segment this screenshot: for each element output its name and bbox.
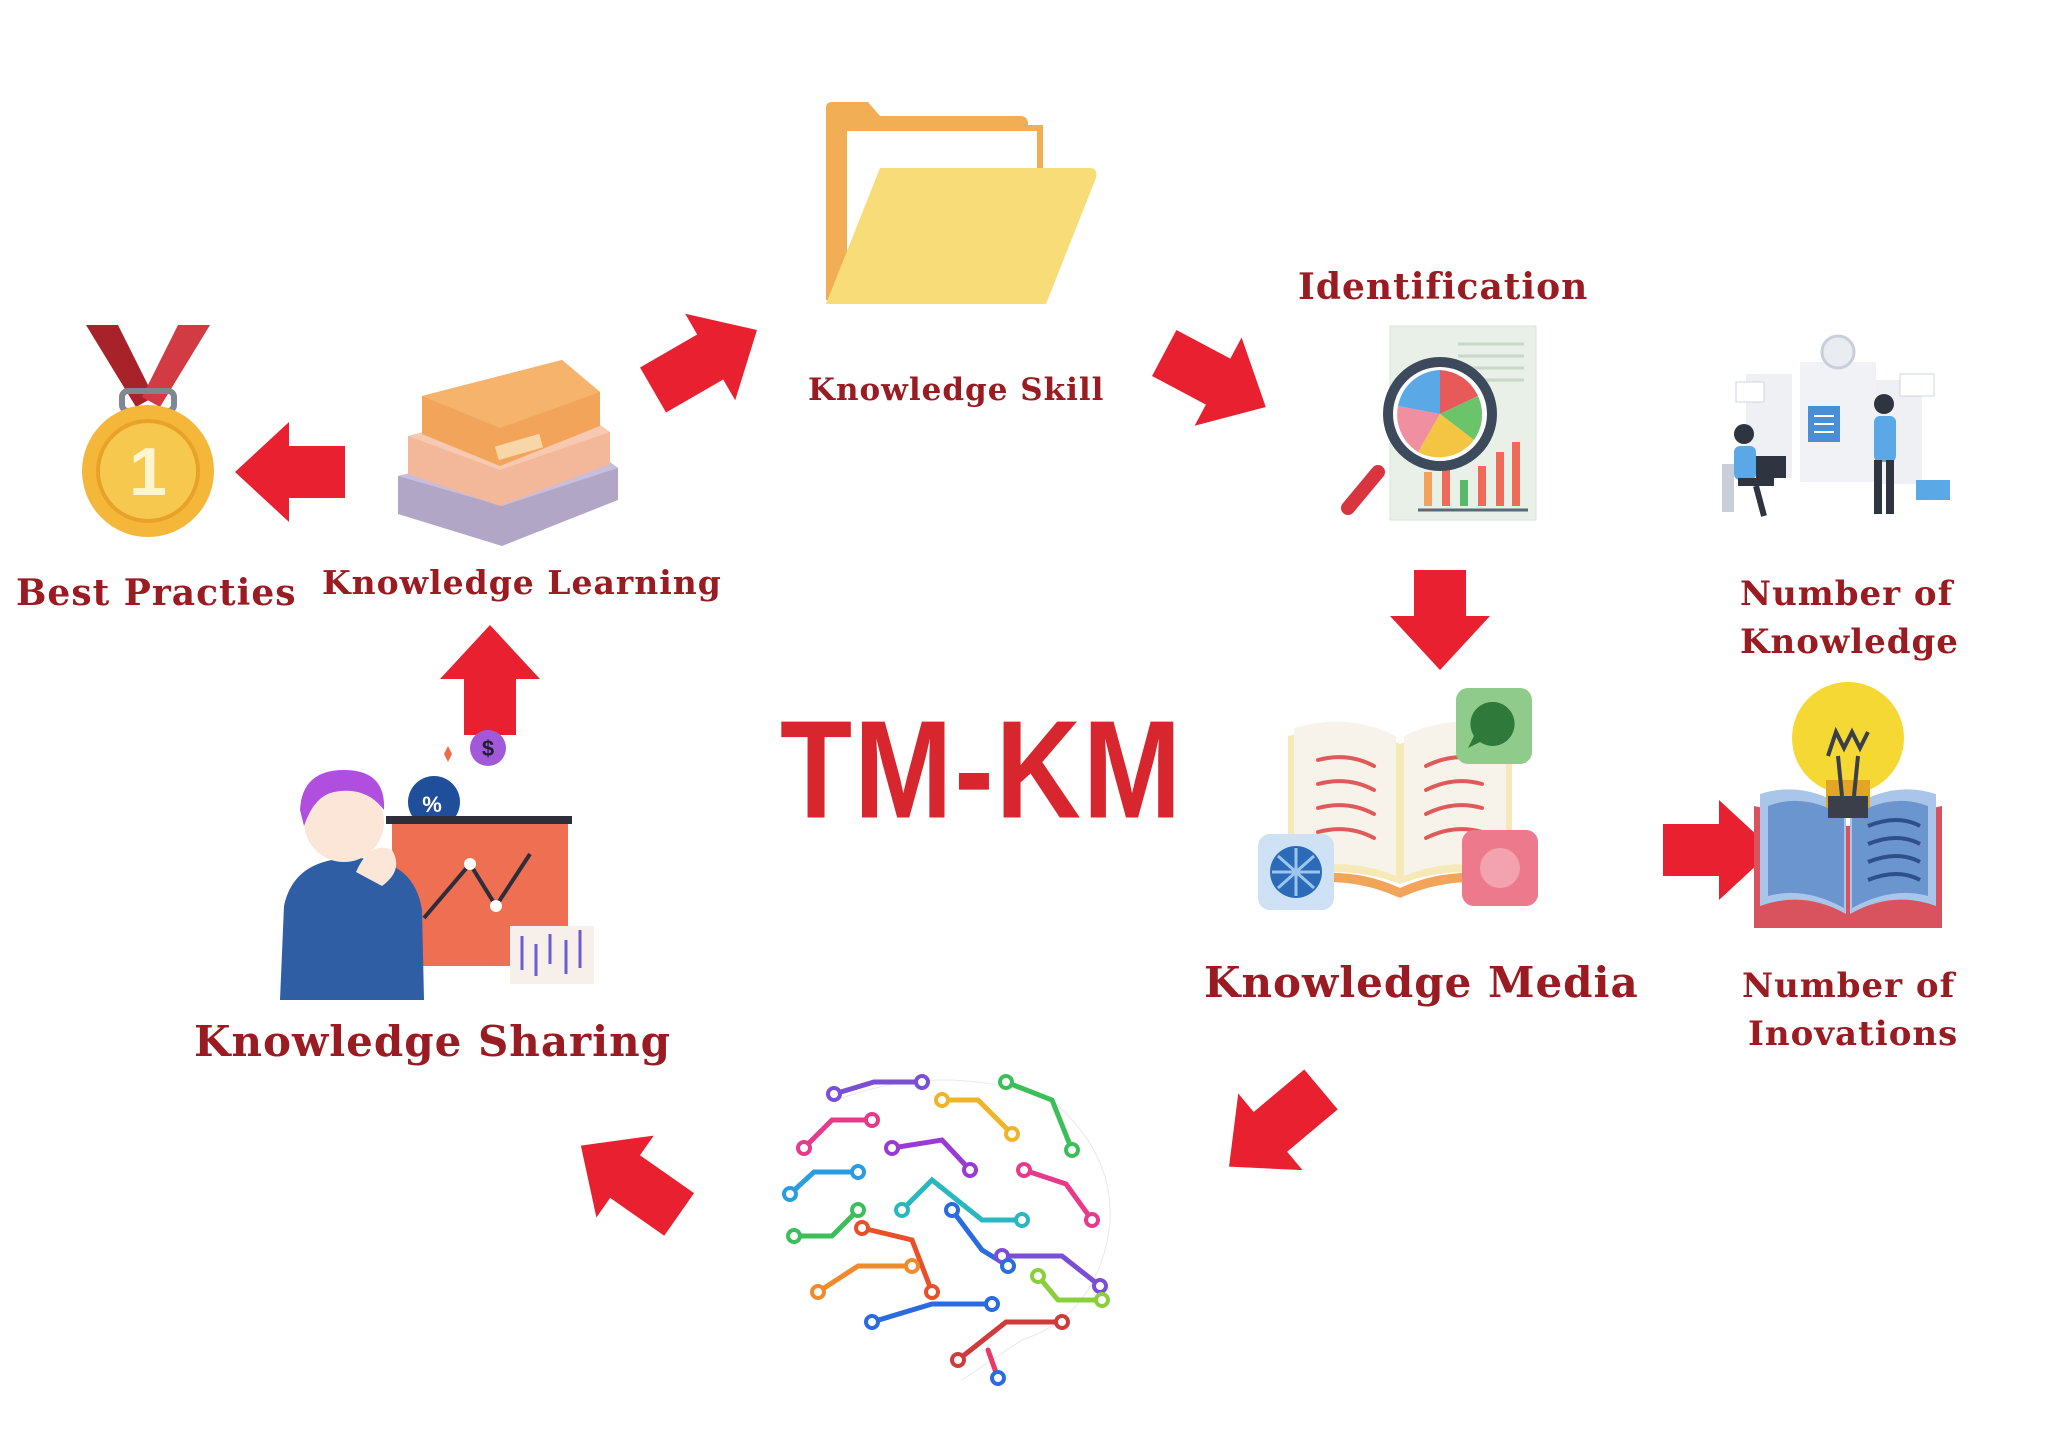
label-number-of-innovations-line1: Number of: [1742, 966, 1956, 1006]
arrow-media-to-brain: [1229, 1069, 1338, 1171]
center-title: TM-KM: [780, 692, 1184, 849]
arrow-learning-to-skill: [640, 313, 757, 413]
label-number-of-innovations-line2: Inovations: [1748, 1014, 1959, 1054]
label-best-practices: Best Practies: [16, 572, 297, 614]
person-chart-icon: $ %: [280, 730, 594, 1000]
arrow-sharing-to-learning: [440, 625, 540, 735]
arrow-brain-to-sharing: [580, 1135, 695, 1236]
folder-icon: [826, 102, 1097, 304]
arrow-skill-to-identification: [1152, 330, 1266, 426]
medal-icon: 1: [82, 325, 214, 537]
label-identification: Identification: [1298, 266, 1589, 308]
label-number-of-knowledge-line1: Number of: [1740, 574, 1954, 614]
dollar-chip: $: [482, 736, 494, 761]
lightbulb-book-icon: [1754, 682, 1942, 928]
label-knowledge-learning: Knowledge Learning: [322, 563, 722, 602]
arrow-learning-to-practices: [235, 422, 345, 522]
label-knowledge-sharing: Knowledge Sharing: [194, 1017, 672, 1066]
arrow-identification-to-media: [1390, 570, 1490, 670]
brain-circuit-icon: [782, 1074, 1111, 1386]
arrow-media-to-innovations: [1663, 800, 1773, 900]
medal-number: 1: [129, 434, 167, 510]
label-knowledge-skill: Knowledge Skill: [808, 372, 1105, 408]
media-book-icon: [1258, 688, 1538, 910]
percent-chip: %: [422, 792, 442, 817]
books-icon: [398, 360, 618, 546]
label-number-of-knowledge-line2: Knowledge: [1740, 622, 1959, 662]
magnifier-report-icon: [1341, 325, 1537, 521]
label-knowledge-media: Knowledge Media: [1204, 958, 1639, 1007]
team-presentation-icon: [1722, 334, 1950, 517]
